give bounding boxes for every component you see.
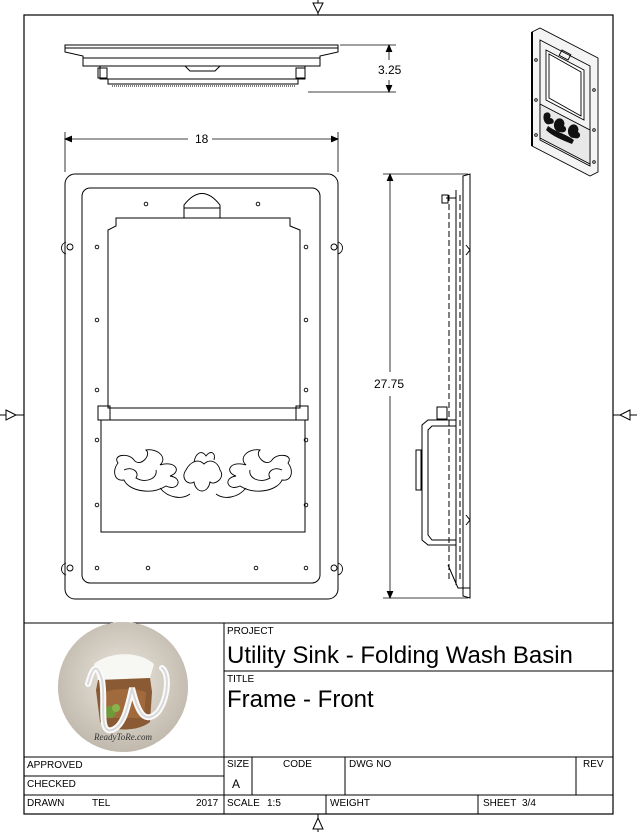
- dim-label-height-front: 3.25: [376, 63, 404, 77]
- dim-label-width: 18: [193, 132, 211, 146]
- ornament: [114, 449, 292, 498]
- top-view: [64, 44, 339, 87]
- title-block-grid: [24, 622, 613, 814]
- scale-label: SCALE: [227, 798, 260, 809]
- dim-label-height-side: 27.75: [372, 377, 407, 391]
- dimension-width: [63, 132, 340, 172]
- title-label: TITLE: [227, 674, 255, 685]
- dwg-no-label: DWG NO: [349, 759, 392, 770]
- iso-view: [531, 27, 599, 177]
- drawn-year: 2017: [196, 798, 219, 809]
- size-label: SIZE: [227, 759, 250, 770]
- size-value: A: [232, 777, 241, 791]
- side-view: [415, 173, 471, 599]
- dimension-height-side: [383, 172, 468, 600]
- project-label: PROJECT: [227, 626, 274, 637]
- rev-label: REV: [583, 759, 604, 770]
- dimension-height-front: [308, 43, 396, 94]
- sheet-label: SHEET: [483, 798, 517, 809]
- company-logo: ReadyToRe.com: [58, 622, 188, 752]
- project-value: Utility Sink - Folding Wash Basin: [227, 642, 573, 669]
- logo-text: ReadyToRe.com: [94, 732, 152, 742]
- title-value: Frame - Front: [227, 686, 374, 713]
- checked-label: CHECKED: [27, 779, 76, 790]
- code-label: CODE: [283, 759, 312, 770]
- front-view: [61, 173, 343, 600]
- mounting-holes: [61, 201, 343, 576]
- weight-label: WEIGHT: [330, 798, 370, 809]
- drawn-by: TEL: [92, 798, 111, 809]
- logo-graphic: [58, 622, 188, 752]
- approved-label: APPROVED: [27, 760, 83, 771]
- sheet-value: 3/4: [522, 798, 536, 809]
- scale-value: 1:5: [267, 798, 281, 809]
- drawn-label: DRAWN: [27, 798, 65, 809]
